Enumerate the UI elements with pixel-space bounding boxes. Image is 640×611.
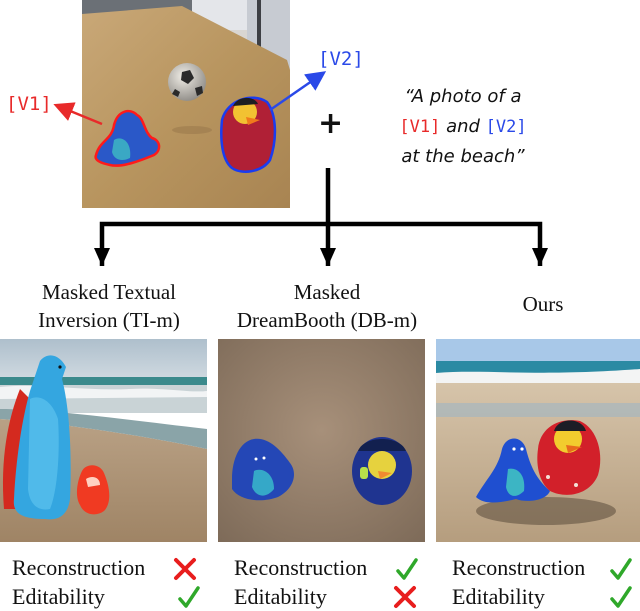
v2-pointer-arrow: [269, 71, 327, 112]
prompt-token-v2: [V2]: [485, 117, 527, 137]
v1-pointer-arrow: [53, 102, 103, 126]
check-icon: [610, 558, 632, 580]
prompt-token-v1: [V1]: [399, 117, 441, 137]
prompt-line-1: “A photo of a: [404, 86, 522, 107]
prompt-and: and: [440, 116, 486, 137]
arrowhead-db-m: [320, 248, 336, 266]
cross-icon: [394, 586, 416, 608]
cross-icon: [174, 558, 196, 580]
method-label-db-m: Masked DreamBooth (DB-m): [236, 280, 418, 332]
arrowhead-ti-m: [94, 248, 110, 266]
check-icon: [610, 586, 632, 608]
token-v2-label: [V2]: [318, 48, 364, 70]
result-image-db-m: [218, 339, 425, 542]
metric-db-m-editability: Editability: [234, 584, 327, 609]
input-photo: [82, 0, 290, 208]
metric-ours-reconstruction: Reconstruction: [452, 555, 586, 580]
plus-symbol: +: [318, 106, 344, 141]
method-label-ti-m: Masked Textual Inversion (TI-m): [38, 280, 180, 332]
check-icon: [396, 558, 418, 580]
result-image-ours: [436, 339, 640, 542]
arrowhead-ours: [532, 248, 548, 266]
check-icon: [178, 586, 200, 608]
metric-ours-editability: Editability: [452, 584, 545, 609]
input-photo-art: [82, 0, 290, 208]
result-image-ti-m: [0, 339, 207, 542]
branch-connector: [99, 168, 543, 266]
method-label-ours: Ours: [522, 292, 564, 316]
metric-ti-m-editability: Editability: [12, 584, 105, 609]
prompt-line-2: [V1] and [V2]: [378, 112, 548, 142]
text-prompt: “A photo of a [V1] and [V2] at the beach…: [378, 82, 548, 172]
prompt-line-3: at the beach”: [401, 146, 525, 167]
metric-db-m-reconstruction: Reconstruction: [234, 555, 368, 580]
metric-ti-m-reconstruction: Reconstruction: [12, 555, 146, 580]
token-v1-label: [V1]: [6, 93, 52, 115]
